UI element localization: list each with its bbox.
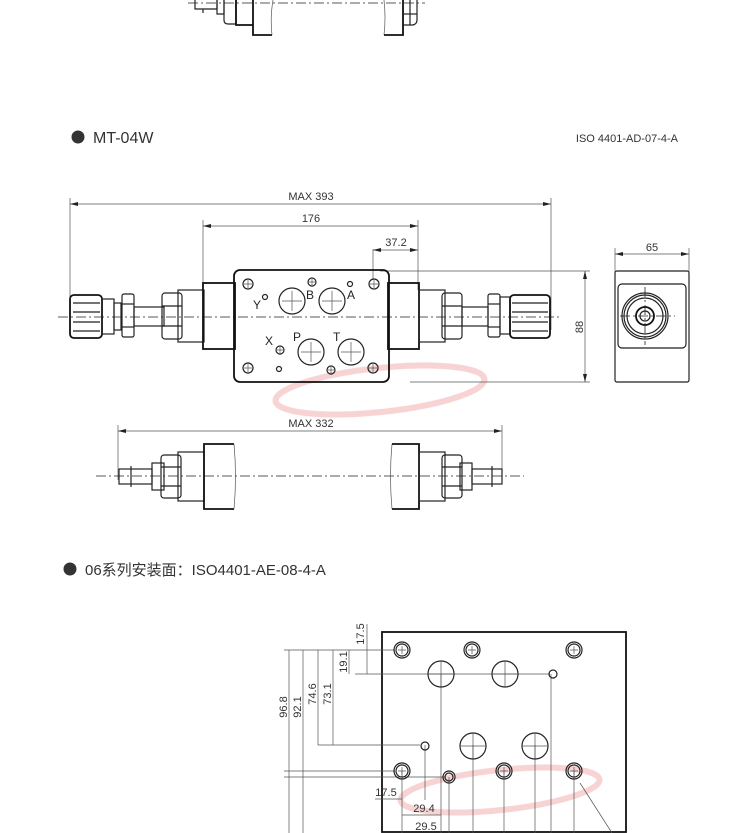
port-label-t: T <box>333 330 341 344</box>
section-title: MT-04W <box>93 130 154 147</box>
section-title: 06系列安装面：ISO4401-AE-08-4-A <box>85 562 326 579</box>
dim-96-8: 96.8 <box>278 696 290 717</box>
dim-73-1: 73.1 <box>322 683 334 704</box>
port-label-a: A <box>347 288 355 302</box>
dim-19-1: 19.1 <box>338 651 350 672</box>
valve-front-view: Y B A X P T <box>58 269 560 383</box>
bullet-icon <box>71 130 85 144</box>
dim-h-17-5: 17.5 <box>375 787 396 799</box>
dim-65: 65 <box>646 242 658 254</box>
dim-17-5: 17.5 <box>355 623 367 644</box>
dimension-lines: MAX 393 176 37.2 88 65 <box>69 191 690 383</box>
valve-side-view <box>614 270 690 383</box>
valve-top-view: MAX 332 <box>96 418 524 510</box>
watermark-swoosh <box>272 362 488 418</box>
ports <box>278 287 365 366</box>
dim-37-2: 37.2 <box>385 237 406 249</box>
dim-88: 88 <box>574 321 586 333</box>
port-label-y: Y <box>253 298 261 312</box>
valve-body <box>233 269 390 383</box>
port-label-x: X <box>265 334 273 348</box>
dim-h-29-5: 29.5 <box>415 821 436 833</box>
dim-max-393: MAX 393 <box>288 191 333 203</box>
section-header-mt04w: MT-04W ISO 4401-AD-07-4-A <box>71 130 679 147</box>
mounting-surface: 96.8 92.1 74.6 73.1 19.1 17.5 17.5 29.4 … <box>278 623 627 833</box>
port-label-b: B <box>306 288 314 302</box>
left-adjust-knob <box>69 293 165 339</box>
dim-h-29-4: 29.4 <box>413 803 434 815</box>
iso-standard: ISO 4401-AD-07-4-A <box>576 133 679 145</box>
dim-176: 176 <box>302 213 320 225</box>
dim-74-6: 74.6 <box>307 683 319 704</box>
section-header-mounting: 06系列安装面：ISO4401-AE-08-4-A <box>63 562 326 579</box>
right-adjust-knob <box>461 293 551 339</box>
mounting-bolts <box>242 277 380 375</box>
port-label-p: P <box>293 330 301 344</box>
dim-max-332: MAX 332 <box>288 418 333 430</box>
top-partial-view <box>188 0 425 36</box>
bullet-icon <box>63 562 77 576</box>
dim-92-1: 92.1 <box>292 696 304 717</box>
